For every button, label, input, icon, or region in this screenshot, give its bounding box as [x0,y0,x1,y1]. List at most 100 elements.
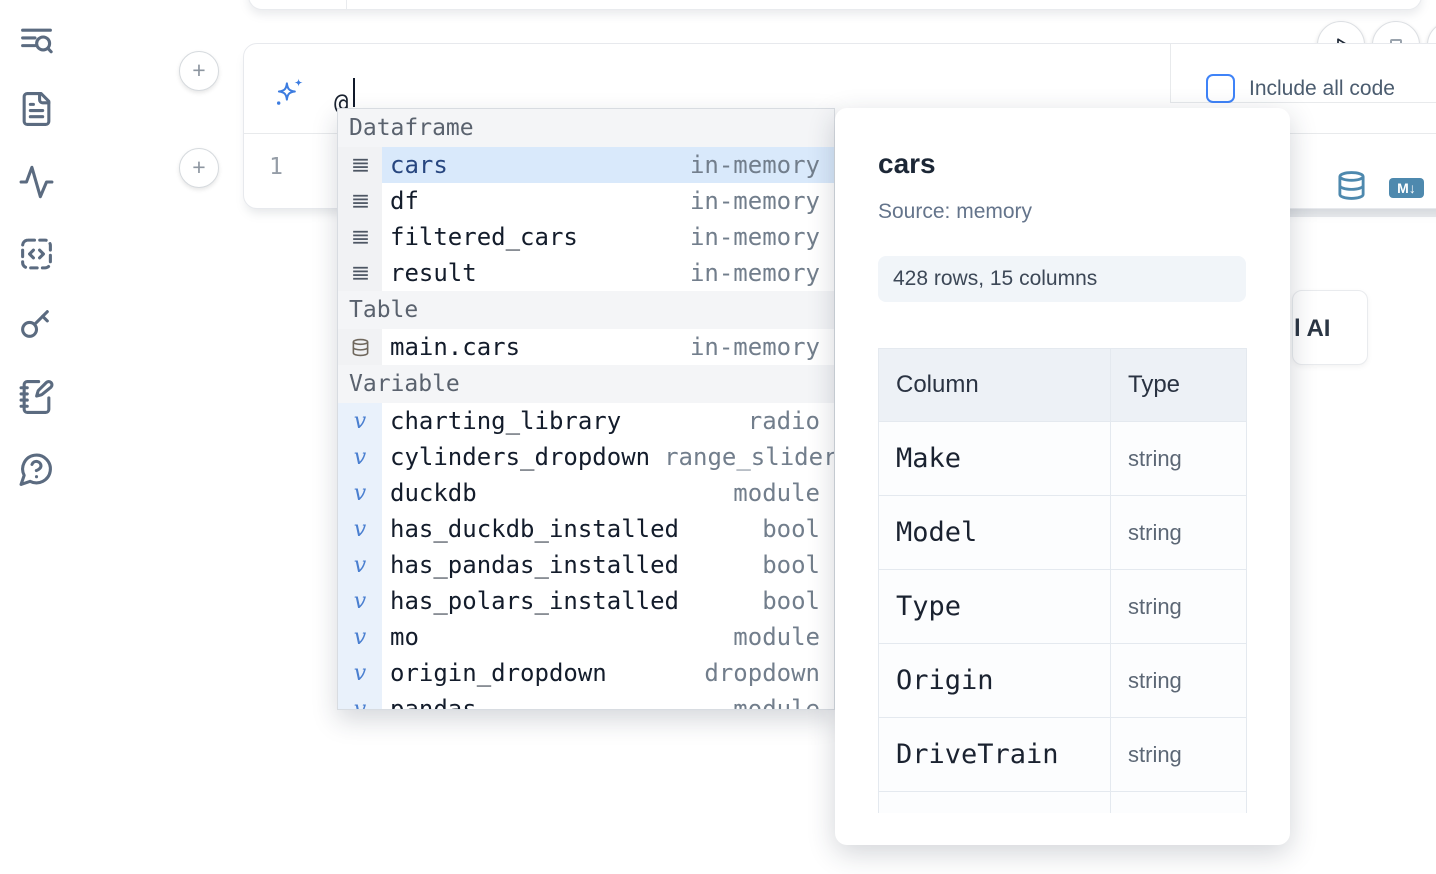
schema-row [879,792,1247,814]
file-text-icon[interactable] [18,90,55,128]
key-icon[interactable] [18,305,55,343]
autocomplete-section-header: Variable [338,365,834,403]
autocomplete-item-has_polars_installed[interactable]: vhas_polars_installedbool [338,583,834,619]
schema-table-wrap: Column Type MakestringModelstringTypestr… [878,348,1247,813]
item-name: has_polars_installed [390,587,679,615]
item-name: origin_dropdown [390,659,607,687]
autocomplete-item-mo[interactable]: vmo module [338,619,834,655]
variable-icon: v [354,697,366,711]
item-name: pandas [390,695,477,710]
schema-table: Column Type MakestringModelstringTypestr… [878,348,1247,813]
dataframe-icon [350,227,371,248]
help-chat-icon[interactable] [18,450,55,488]
item-name: main.cars [390,333,520,361]
variable-icon: v [354,517,366,542]
dataframe-icon [350,191,371,212]
item-type: module [719,623,820,651]
autocomplete-item-has_pandas_installed[interactable]: vhas_pandas_installedbool [338,547,834,583]
schema-column-type [1111,792,1247,814]
item-name: cars [390,151,448,179]
item-type: bool [748,515,820,543]
item-type: dropdown [690,659,820,687]
autocomplete-item-charting_library[interactable]: v charting_library radio [338,403,834,439]
schema-row: DriveTrainstring [879,718,1247,792]
item-type: range_slider [650,443,834,471]
item-type: in-memory [676,151,820,179]
schema-column-name: Make [879,422,1111,496]
variable-icon: v [354,481,366,506]
preview-title: cars [878,148,936,180]
variable-icon: v [354,661,366,686]
item-name: cylinders_dropdown [390,443,650,471]
item-type: radio [734,407,820,435]
include-all-code-checkbox[interactable] [1206,74,1235,103]
autocomplete-section-header: Table [338,291,834,329]
variable-icon: v [354,445,366,470]
schema-column-type: string [1111,644,1247,718]
schema-column-name: Type [879,570,1111,644]
item-type: module [719,695,820,710]
autocomplete-item-result[interactable]: result in-memory [338,255,834,291]
item-type: in-memory [676,259,820,287]
schema-row: Originstring [879,644,1247,718]
item-type: bool [748,551,820,579]
table-database-icon [351,338,370,357]
schema-column-name: Model [879,496,1111,570]
item-type: module [719,479,820,507]
schema-row: Modelstring [879,496,1247,570]
dataframe-preview-panel: cars Source: memory 428 rows, 15 columns… [835,108,1290,845]
variable-icon: v [354,409,366,434]
autocomplete-item-cylinders_dropdown[interactable]: v cylinders_dropdownrange_slider [338,439,834,475]
ai-sparkle-icon [272,76,306,110]
preview-source: Source: memory [878,200,1032,224]
text-cursor [353,78,355,107]
ai-action-label: l AI [1294,315,1330,343]
variable-icon: v [354,625,366,650]
database-icon[interactable] [1336,170,1367,201]
schema-column-type: string [1111,718,1247,792]
schema-row: Typestring [879,570,1247,644]
autocomplete-item-main.cars[interactable]: main.cars in-memory [338,329,834,365]
schema-type-header: Type [1111,349,1247,422]
item-name: has_duckdb_installed [390,515,679,543]
add-cell-button-bottom[interactable]: + [179,148,219,188]
schema-col-header: Column [879,349,1111,422]
item-name: mo [390,623,419,651]
list-search-icon[interactable] [18,22,55,60]
item-type: in-memory [676,223,820,251]
item-type: in-memory [676,187,820,215]
activity-icon[interactable] [18,163,55,201]
variable-icon: v [354,589,366,614]
schema-row: Makestring [879,422,1247,496]
item-type: in-memory [676,333,820,361]
markdown-icon[interactable]: M↓ [1389,178,1424,198]
dataframe-icon [350,263,371,284]
notebook-pen-icon[interactable] [18,378,55,416]
item-name: df [390,187,419,215]
line-number: 1 [258,154,294,180]
autocomplete-item-filtered_cars[interactable]: filtered_carsin-memory [338,219,834,255]
autocomplete-item-pandas[interactable]: v pandas module [338,691,834,710]
autocomplete-item-has_duckdb_installed[interactable]: v has_duckdb_installed bool [338,511,834,547]
dataframe-icon [350,155,371,176]
schema-column-type: string [1111,570,1247,644]
item-name: charting_library [390,407,621,435]
variable-icon: v [354,553,366,578]
autocomplete-dropdown: Dataframecarsin-memorydfin-memoryfiltere… [337,108,835,710]
include-all-code-label: Include all code [1249,77,1395,101]
autocomplete-item-duckdb[interactable]: vduckdbmodule [338,475,834,511]
schema-column-name: Origin [879,644,1111,718]
ai-action-card[interactable]: l AI [1292,290,1368,365]
add-cell-button-top[interactable]: + [179,51,219,91]
autocomplete-item-cars[interactable]: cars in-memory [338,147,834,183]
item-name: result [390,259,477,287]
previous-cell-divider [346,0,347,9]
code-snippets-icon[interactable] [18,235,55,273]
preview-shape-badge: 428 rows, 15 columns [878,256,1246,302]
autocomplete-section-header: Dataframe [338,109,834,147]
autocomplete-item-origin_dropdown[interactable]: v origin_dropdown dropdown [338,655,834,691]
autocomplete-item-df[interactable]: df in-memory [338,183,834,219]
previous-cell [248,0,1422,10]
schema-column-type: string [1111,496,1247,570]
